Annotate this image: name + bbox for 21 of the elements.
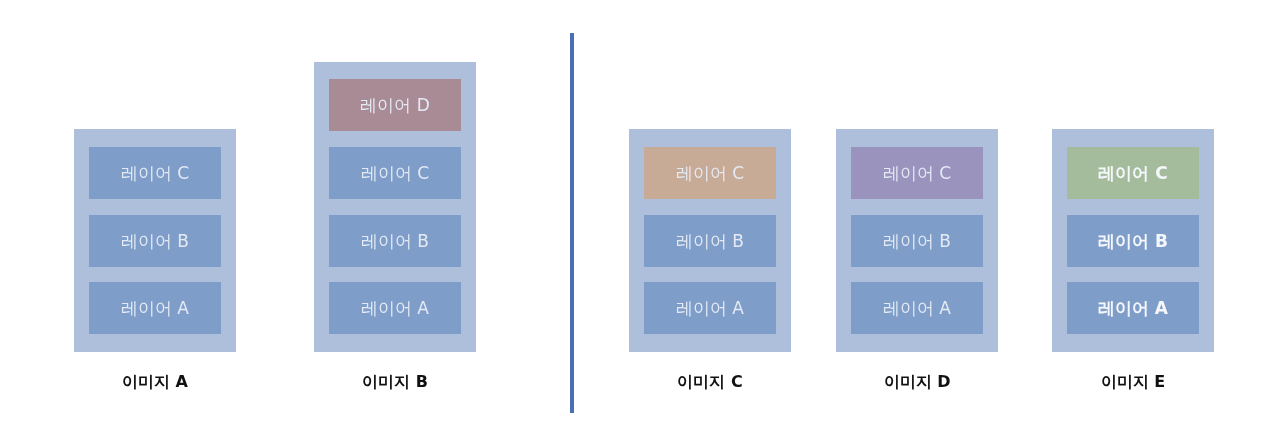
- layer-box: 레이어 D: [329, 79, 461, 131]
- layer-box: 레이어 C: [89, 147, 221, 199]
- layer-box: 레이어 A: [851, 282, 983, 334]
- layer-box: 레이어 A: [644, 282, 776, 334]
- image-caption: 이미지 D: [883, 372, 951, 391]
- image-caption: 이미지 A: [122, 372, 188, 391]
- layer-box: 레이어 C: [644, 147, 776, 199]
- layer-box: 레이어 A: [89, 282, 221, 334]
- image-caption: 이미지 C: [677, 372, 743, 391]
- layer-box: 레이어 B: [1067, 215, 1199, 267]
- layer-box: 레이어 B: [851, 215, 983, 267]
- image-caption: 이미지 E: [1100, 372, 1166, 391]
- layer-box: 레이어 B: [89, 215, 221, 267]
- layer-box: 레이어 C: [329, 147, 461, 199]
- image-caption: 이미지 B: [362, 372, 428, 391]
- layer-box: 레이어 A: [329, 282, 461, 334]
- layer-box: 레이어 B: [329, 215, 461, 267]
- layer-box: 레이어 C: [851, 147, 983, 199]
- layer-box: 레이어 B: [644, 215, 776, 267]
- layer-box: 레이어 C: [1067, 147, 1199, 199]
- layer-box: 레이어 A: [1067, 282, 1199, 334]
